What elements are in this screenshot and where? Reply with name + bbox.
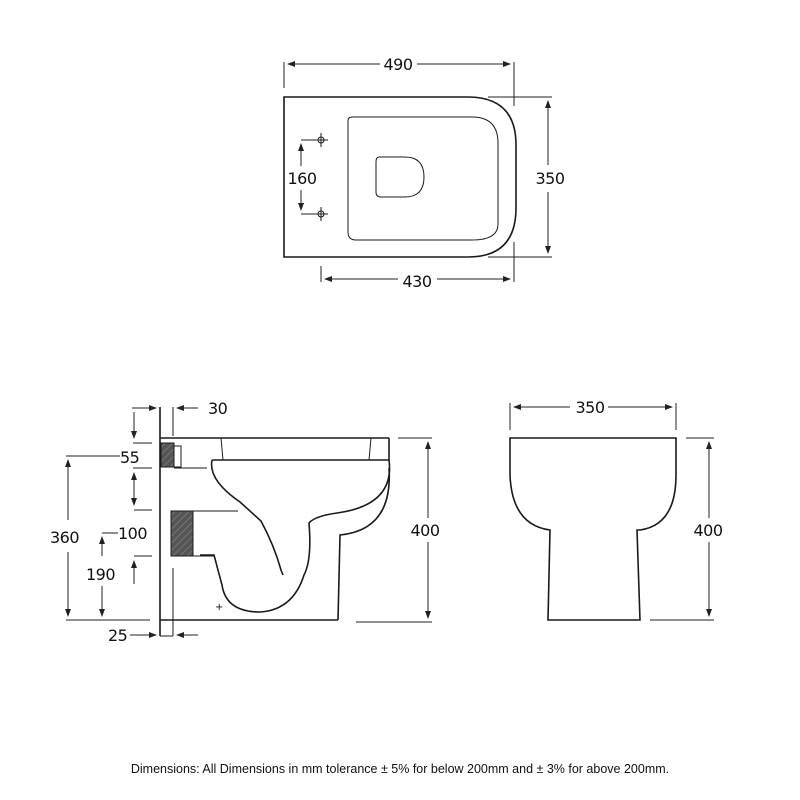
dim-length-to-back: 430 — [402, 272, 431, 291]
plan-view: 490 350 430 160 — [283, 55, 565, 291]
dim-overall-height: 400 — [410, 521, 439, 540]
dim-overall-inlet-height: 360 — [50, 528, 79, 547]
dim-front-width: 350 — [575, 398, 604, 417]
tolerance-note: Dimensions: All Dimensions in mm toleran… — [130, 762, 670, 776]
dim-outlet-centre: 190 — [86, 565, 115, 584]
dim-fixing-spacing: 160 — [287, 169, 316, 188]
dim-inlet-height: 55 — [120, 448, 139, 467]
dim-front-height: 400 — [693, 521, 722, 540]
dim-base-offset: 25 — [108, 626, 127, 645]
dim-width: 350 — [535, 169, 564, 188]
fixing-mark: + — [215, 602, 223, 613]
dim-overall-length: 490 — [383, 55, 412, 74]
front-elevation: 350 400 — [509, 398, 723, 621]
dim-wall-gap-top: 30 — [208, 399, 228, 418]
side-elevation: + 30 55 360 100 190 25 — [50, 399, 440, 645]
dim-outlet-height: 100 — [118, 524, 147, 543]
